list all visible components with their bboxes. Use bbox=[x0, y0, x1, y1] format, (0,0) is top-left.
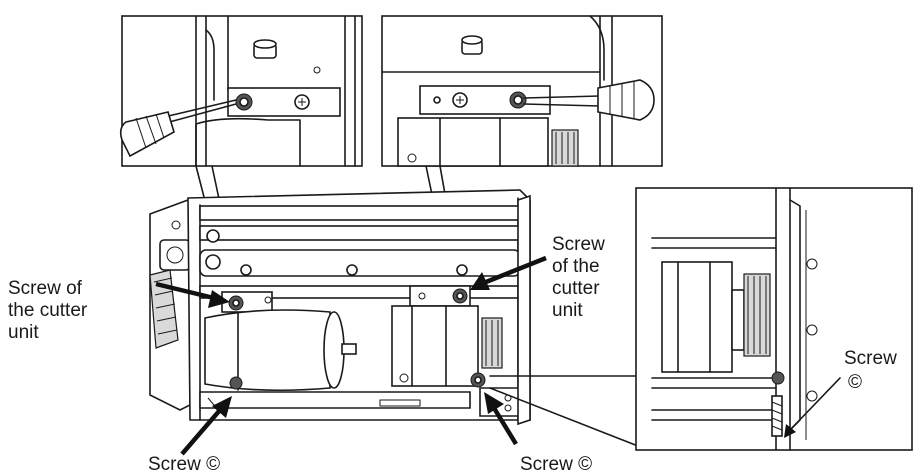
label-screw-cutter-left: the cutter bbox=[8, 300, 88, 321]
inset-top-right bbox=[381, 15, 663, 167]
label-screw-cutter-right: of the bbox=[552, 256, 600, 277]
inset-right bbox=[489, 187, 913, 451]
label-screw-cutter-right: cutter bbox=[552, 278, 600, 299]
label-screw-cutter-left: unit bbox=[8, 322, 39, 343]
label-screw-c-bottom-right: Screw © bbox=[520, 454, 592, 474]
right-motor bbox=[391, 305, 503, 388]
label-screw-c-inset: © bbox=[848, 372, 862, 393]
inset-top-left bbox=[119, 15, 363, 167]
screwdriver-icon bbox=[119, 99, 237, 158]
cutter-unit-assembly bbox=[149, 189, 531, 426]
screwdriver-icon bbox=[523, 79, 655, 121]
screw-icon bbox=[229, 376, 243, 390]
label-screw-cutter-left: Screw of bbox=[8, 278, 83, 299]
label-screw-c-inset: Screw bbox=[844, 348, 897, 369]
pointer-arrows bbox=[155, 255, 841, 456]
label-screw-c-bottom-left: Screw © bbox=[148, 454, 220, 474]
label-screw-cutter-right: unit bbox=[552, 300, 583, 321]
label-screw-cutter-right: Screw bbox=[552, 234, 605, 255]
screw-c-icon bbox=[771, 371, 785, 437]
labels: Screw of the cutter unit Screw of the cu… bbox=[8, 234, 897, 474]
left-motor bbox=[204, 309, 357, 392]
